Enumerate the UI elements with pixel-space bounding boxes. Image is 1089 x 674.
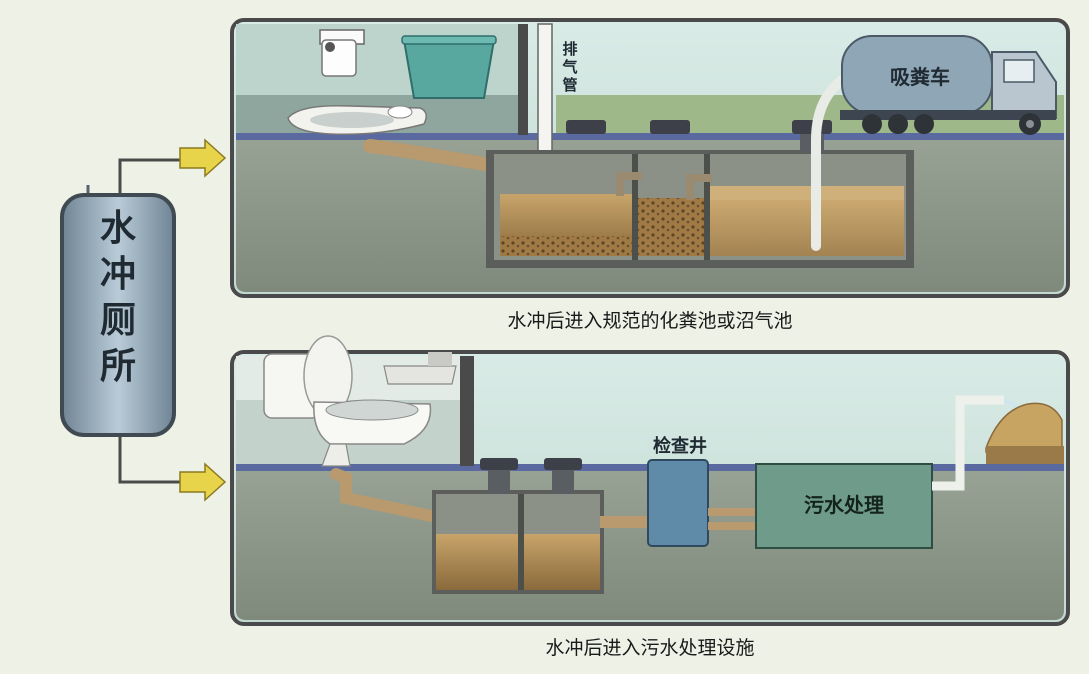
flush-toilet-icon [263,335,432,467]
sewage-treatment-box [755,463,933,549]
top-panel: 吸粪车 [230,18,1070,298]
side-label-char-2: 冲 [100,254,136,295]
side-label-char-1: 水 [100,208,137,249]
top-wall-post [518,24,528,135]
connector-top [118,158,185,195]
top-floor-line [236,133,1064,140]
vent-pipe [537,23,553,165]
sink-icon [383,352,457,385]
vent-pipe-label-char-1: 排 [562,40,577,58]
manhole-cover-5 [544,458,582,470]
treatment-label: 污水处理 [804,493,884,517]
top-caption: 水冲后进入规范的化粪池或沼气池 [507,310,792,332]
side-label-char-4: 所 [100,346,136,387]
inspection-well-label: 检查井 [653,435,707,457]
side-label-box [60,193,176,437]
manhole-cover-2 [650,120,690,134]
side-label-char-3: 厕 [100,300,136,341]
field-crops-icon [985,402,1063,453]
bottom-wall-post [460,356,474,466]
bottom-caption: 水冲后进入污水处理设施 [545,637,754,659]
arrow-bottom-icon [179,462,227,502]
connector-bottom [118,435,185,484]
vacuum-truck-icon [840,35,1057,135]
manhole-cover-1 [566,120,606,134]
vent-pipe-label-char-2: 气 [561,58,577,76]
truck-label: 吸粪车 [890,65,950,89]
outflow-pipe [932,395,1004,491]
water-bucket-icon [402,39,496,99]
vent-pipe-label-char-3: 管 [562,76,577,94]
toilet-paper-icon [319,29,365,77]
manhole-cover-4 [480,458,518,470]
inspection-well [647,459,709,547]
arrow-top-icon [179,138,227,178]
bottom-panel [230,335,1070,626]
side-label-group [60,158,185,484]
bottom-inflow-pipe [330,468,456,526]
top-inflow-pipe [363,139,529,177]
